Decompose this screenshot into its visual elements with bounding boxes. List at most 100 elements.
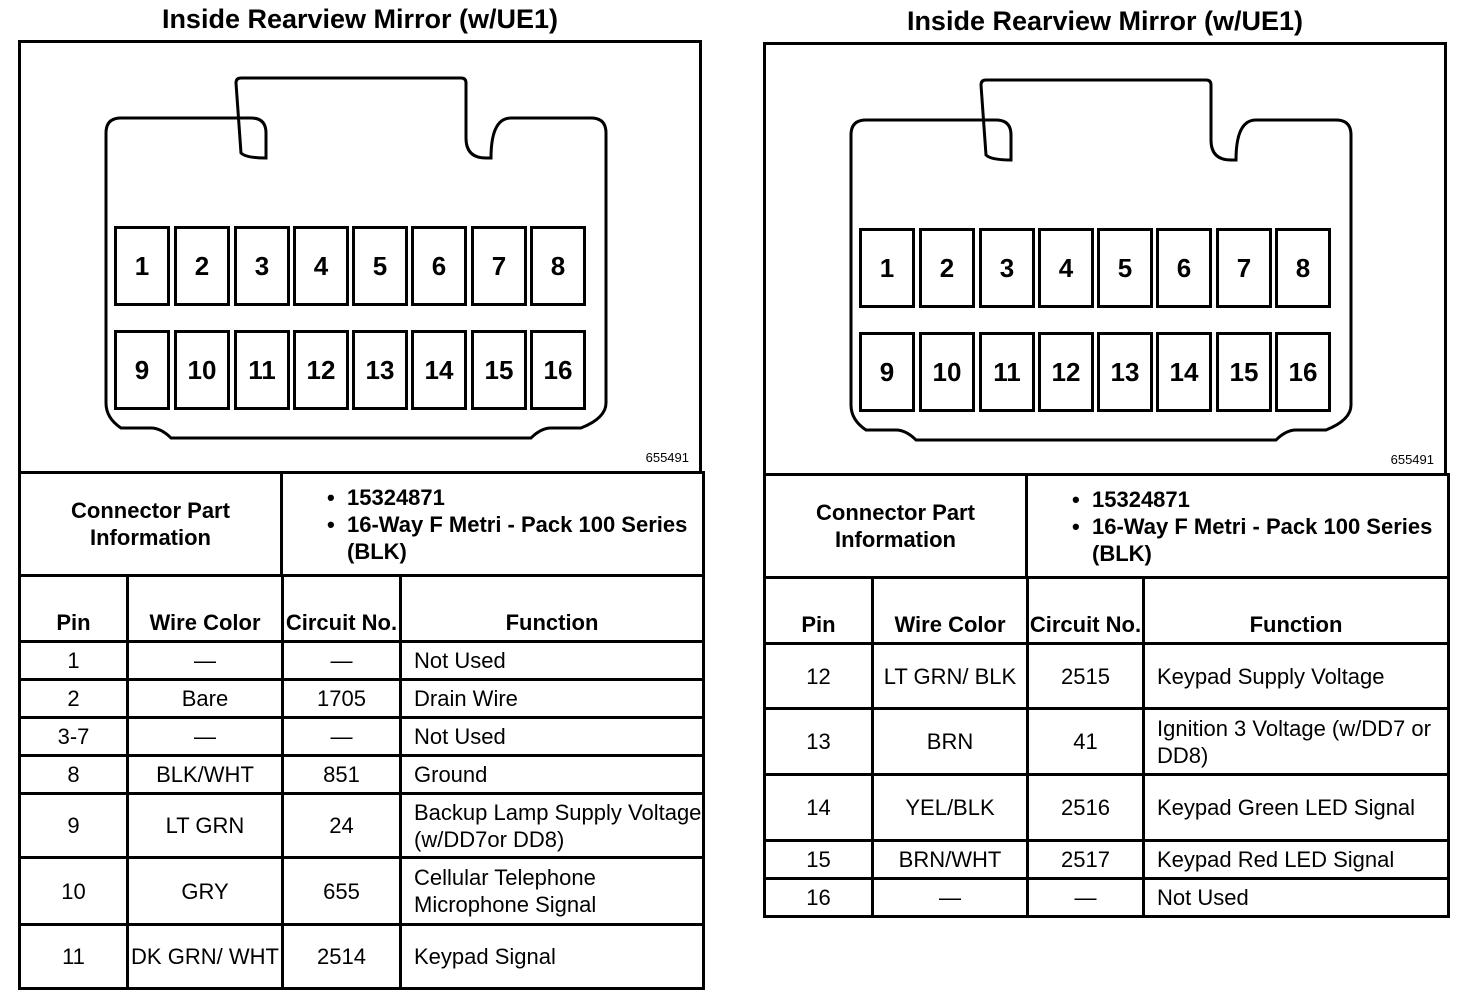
function-cell: Cellular Telephone Microphone Signal [399, 856, 705, 926]
circuit-cell: — [1026, 877, 1145, 918]
pin-12: 12 [293, 330, 349, 410]
function-cell: Backup Lamp Supply Voltage (w/DD7or DD8) [399, 792, 705, 859]
function-cell: Not Used [399, 716, 705, 757]
header-wire-color: Wire Color [126, 574, 284, 643]
header-circuit: Circuit No. [281, 574, 402, 643]
color-cell: YEL/BLK [871, 773, 1029, 842]
color-cell: — [126, 640, 284, 681]
info-label: Connector Part Information [18, 471, 283, 577]
pin-cell: 16 [763, 877, 874, 918]
pin-cell: 3-7 [18, 716, 129, 757]
pin-11: 11 [234, 330, 290, 410]
table-row: 16 — — Not Used [763, 877, 1450, 918]
pin-cell: 1 [18, 640, 129, 681]
header-wire-color: Wire Color [871, 576, 1029, 645]
table-row: 13 BRN 41 Ignition 3 Voltage (w/DD7 or D… [763, 707, 1450, 776]
table-row: 15 BRN/WHT 2517 Keypad Red LED Signal [763, 839, 1450, 880]
part-number: 15324871 [1072, 486, 1447, 513]
pin-12: 12 [1038, 332, 1094, 412]
circuit-cell: 655 [281, 856, 402, 926]
connector-body-outline [104, 76, 608, 440]
function-cell: Keypad Supply Voltage [1142, 642, 1450, 710]
info-list: 15324871 16-Way F Metri - Pack 100 Serie… [327, 484, 702, 565]
function-cell: Ignition 3 Voltage (w/DD7 or DD8) [1142, 707, 1450, 776]
function-cell: Ground [399, 754, 705, 795]
function-cell: Keypad Green LED Signal [1142, 773, 1450, 842]
pin-10: 10 [174, 330, 230, 410]
circuit-cell: — [281, 640, 402, 681]
pin-4: 4 [1038, 228, 1094, 308]
pin-7: 7 [1216, 228, 1272, 308]
color-cell: BLK/WHT [126, 754, 284, 795]
header-pin: Pin [18, 574, 129, 643]
pin-cell: 10 [18, 856, 129, 926]
circuit-cell: 1705 [281, 678, 402, 719]
function-cell: Not Used [1142, 877, 1450, 918]
pin-cell: 12 [763, 642, 874, 710]
color-cell: DK GRN/ WHT [126, 923, 284, 990]
function-cell: Keypad Red LED Signal [1142, 839, 1450, 880]
color-cell: BRN [871, 707, 1029, 776]
connector-info-table: Connector Part Information 15324871 16-W… [18, 471, 705, 577]
part-number: 15324871 [327, 484, 702, 511]
color-cell: BRN/WHT [871, 839, 1029, 880]
connector-panel-left: Inside Rearview Mirror (w/UE1) 1 2 3 4 5… [18, 0, 705, 1004]
pin-cell: 8 [18, 754, 129, 795]
connector-diagram: 1 2 3 4 5 6 7 8 9 10 11 12 13 14 15 16 6… [18, 40, 702, 474]
pin-2: 2 [919, 228, 975, 308]
connector-info-table: Connector Part Information 15324871 16-W… [763, 473, 1450, 579]
header-function: Function [399, 574, 705, 643]
pin-13: 13 [1097, 332, 1153, 412]
pin-cell: 15 [763, 839, 874, 880]
pin-3: 3 [979, 228, 1035, 308]
table-row: 3-7 — — Not Used [18, 716, 705, 757]
connector-panel-right: Inside Rearview Mirror (w/UE1) 1 2 3 4 5… [763, 0, 1450, 1004]
color-cell: Bare [126, 678, 284, 719]
pin-cell: 11 [18, 923, 129, 990]
panel-title: Inside Rearview Mirror (w/UE1) [161, 4, 559, 34]
pin-cell: 13 [763, 707, 874, 776]
circuit-cell: 41 [1026, 707, 1145, 776]
pin-9: 9 [859, 332, 915, 412]
pin-5: 5 [352, 226, 408, 306]
connector-type: 16-Way F Metri - Pack 100 Series (BLK) [1072, 513, 1447, 567]
circuit-cell: 2515 [1026, 642, 1145, 710]
pin-8: 8 [1275, 228, 1331, 308]
pin-15: 15 [471, 330, 527, 410]
pin-14: 14 [1156, 332, 1212, 412]
function-cell: Drain Wire [399, 678, 705, 719]
info-label: Connector Part Information [763, 473, 1028, 579]
pin-6: 6 [411, 226, 467, 306]
pin-cell: 2 [18, 678, 129, 719]
connector-outline [104, 76, 608, 440]
pin-1: 1 [859, 228, 915, 308]
table-row: 8 BLK/WHT 851 Ground [18, 754, 705, 795]
table-row: 10 GRY 655 Cellular Telephone Microphone… [18, 856, 705, 926]
circuit-cell: 2514 [281, 923, 402, 990]
table-row: 2 Bare 1705 Drain Wire [18, 678, 705, 719]
circuit-cell: 2517 [1026, 839, 1145, 880]
connector-outline [849, 78, 1353, 442]
pin-5: 5 [1097, 228, 1153, 308]
color-cell: — [126, 716, 284, 757]
connector-body-outline [849, 78, 1353, 442]
figure-id: 655491 [645, 450, 689, 465]
pin-1: 1 [114, 226, 170, 306]
table-row: 12 LT GRN/ BLK 2515 Keypad Supply Voltag… [763, 642, 1450, 710]
function-cell: Keypad Signal [399, 923, 705, 990]
pin-3: 3 [234, 226, 290, 306]
pin-4: 4 [293, 226, 349, 306]
circuit-cell: 851 [281, 754, 402, 795]
pin-cell: 14 [763, 773, 874, 842]
header-function: Function [1142, 576, 1450, 645]
header-pin: Pin [763, 576, 874, 645]
pin-14: 14 [411, 330, 467, 410]
circuit-cell: — [281, 716, 402, 757]
table-row: 11 DK GRN/ WHT 2514 Keypad Signal [18, 923, 705, 990]
circuit-cell: 2516 [1026, 773, 1145, 842]
pin-2: 2 [174, 226, 230, 306]
pin-6: 6 [1156, 228, 1212, 308]
connector-type: 16-Way F Metri - Pack 100 Series (BLK) [327, 511, 702, 565]
pin-8: 8 [530, 226, 586, 306]
pin-13: 13 [352, 330, 408, 410]
